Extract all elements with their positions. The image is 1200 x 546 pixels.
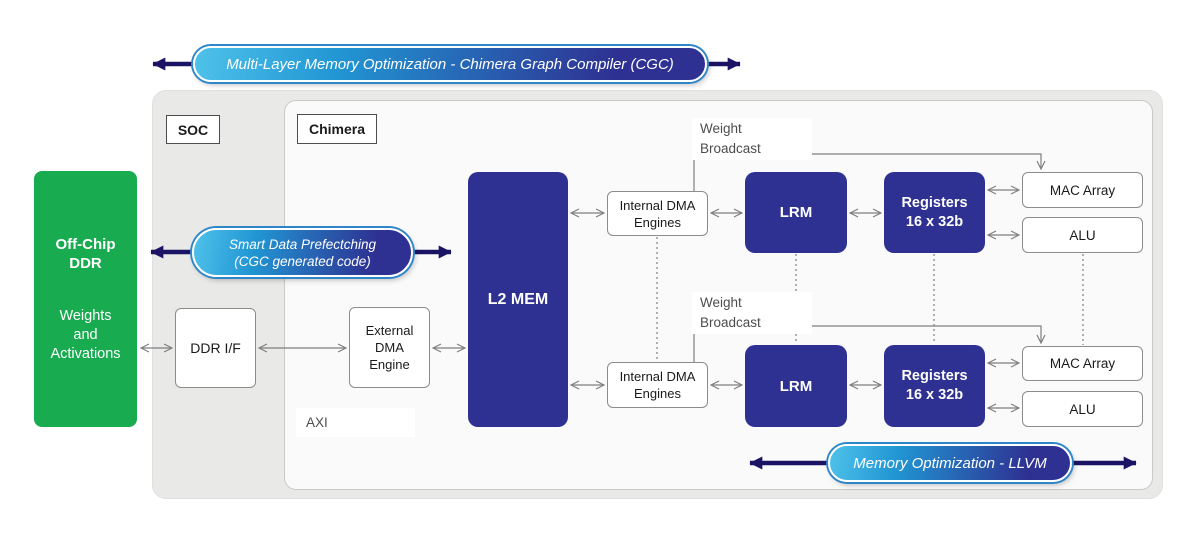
registers-bottom-line2: 16 x 32b	[905, 387, 964, 403]
alu-top-box: ALU	[1022, 217, 1143, 253]
l2-mem-block: L2 MEM	[468, 172, 568, 427]
registers-top-line1: Registers	[901, 194, 968, 211]
registers-bottom-block: Registers 16 x 32b	[884, 345, 985, 427]
soc-tag-label: SOC	[177, 121, 209, 138]
weight-broadcast-bottom-line2: Broadcast	[700, 315, 761, 330]
mac-array-bottom-label: MAC Array	[1049, 356, 1116, 371]
prefetch-label-line2: (CGC generated code)	[234, 253, 371, 269]
external-dma-line3: Engine	[369, 357, 410, 372]
weight-broadcast-top-line1: Weight	[700, 121, 742, 136]
weight-broadcast-bottom-label: Weight Broadcast	[692, 292, 812, 334]
offchip-ddr-block: Off-Chip DDR Weights and Activations	[34, 171, 137, 427]
weight-broadcast-top-label: Weight Broadcast	[692, 118, 812, 160]
offchip-ddr-title-line2: DDR	[69, 255, 102, 272]
registers-top-line2: 16 x 32b	[905, 213, 964, 230]
top-banner-pill: Multi-Layer Memory Optimization - Chimer…	[193, 46, 707, 82]
axi-label: AXI	[306, 414, 328, 430]
mac-array-top-box: MAC Array	[1022, 172, 1143, 208]
lrm-bottom-label: LRM	[779, 377, 813, 395]
ddr-if-label: DDR I/F	[190, 339, 241, 356]
llvm-label: Memory Optimization - LLVM	[853, 454, 1047, 472]
lrm-bottom-block: LRM	[745, 345, 847, 427]
soc-tag: SOC	[166, 115, 220, 144]
top-banner-label: Multi-Layer Memory Optimization - Chimer…	[226, 55, 674, 73]
alu-top-label: ALU	[1069, 227, 1096, 243]
internal-dma-top-line2: Engines	[634, 214, 681, 230]
alu-bottom-label: ALU	[1069, 401, 1096, 417]
chimera-tag-label: Chimera	[308, 121, 366, 137]
offchip-ddr-body-line2: and	[73, 327, 98, 343]
weight-broadcast-bottom-line1: Weight	[700, 295, 742, 310]
chimera-tag: Chimera	[297, 114, 377, 144]
internal-dma-bottom-line2: Engines	[634, 386, 681, 401]
mac-array-top-label: MAC Array	[1049, 182, 1116, 198]
registers-bottom-line1: Registers	[901, 368, 968, 384]
l2-mem-label: L2 MEM	[487, 290, 549, 308]
offchip-ddr-body-line3: Activations	[50, 346, 121, 362]
internal-dma-bottom-box: Internal DMA Engines	[607, 362, 708, 408]
weight-broadcast-top-line2: Broadcast	[700, 141, 761, 156]
internal-dma-top-line1: Internal DMA	[619, 197, 696, 213]
external-dma-line1: External	[365, 323, 414, 338]
offchip-ddr-body: Weights and Activations	[34, 307, 137, 364]
external-dma-box: External DMA Engine	[349, 307, 430, 388]
weight-broadcast-top-route	[810, 153, 1041, 169]
prefetch-label-line1: Smart Data Prefectching	[228, 236, 377, 252]
weight-broadcast-bottom-route	[810, 325, 1041, 343]
offchip-ddr-body-line1: Weights	[59, 308, 112, 324]
prefetch-pill: Smart Data Prefectching (CGC generated c…	[192, 228, 413, 277]
offchip-ddr-title: Off-Chip DDR	[34, 235, 137, 273]
registers-top-block: Registers 16 x 32b	[884, 172, 985, 253]
internal-dma-bottom-line1: Internal DMA	[619, 369, 696, 384]
mac-array-bottom-box: MAC Array	[1022, 346, 1143, 381]
llvm-pill: Memory Optimization - LLVM	[828, 444, 1072, 482]
internal-dma-top-box: Internal DMA Engines	[607, 191, 708, 236]
offchip-ddr-title-line1: Off-Chip	[55, 236, 116, 253]
axi-label-box: AXI	[296, 408, 415, 437]
alu-bottom-box: ALU	[1022, 391, 1143, 427]
ddr-if-box: DDR I/F	[175, 308, 256, 388]
lrm-top-block: LRM	[745, 172, 847, 253]
external-dma-line2: DMA	[375, 340, 404, 355]
lrm-top-label: LRM	[779, 204, 813, 221]
